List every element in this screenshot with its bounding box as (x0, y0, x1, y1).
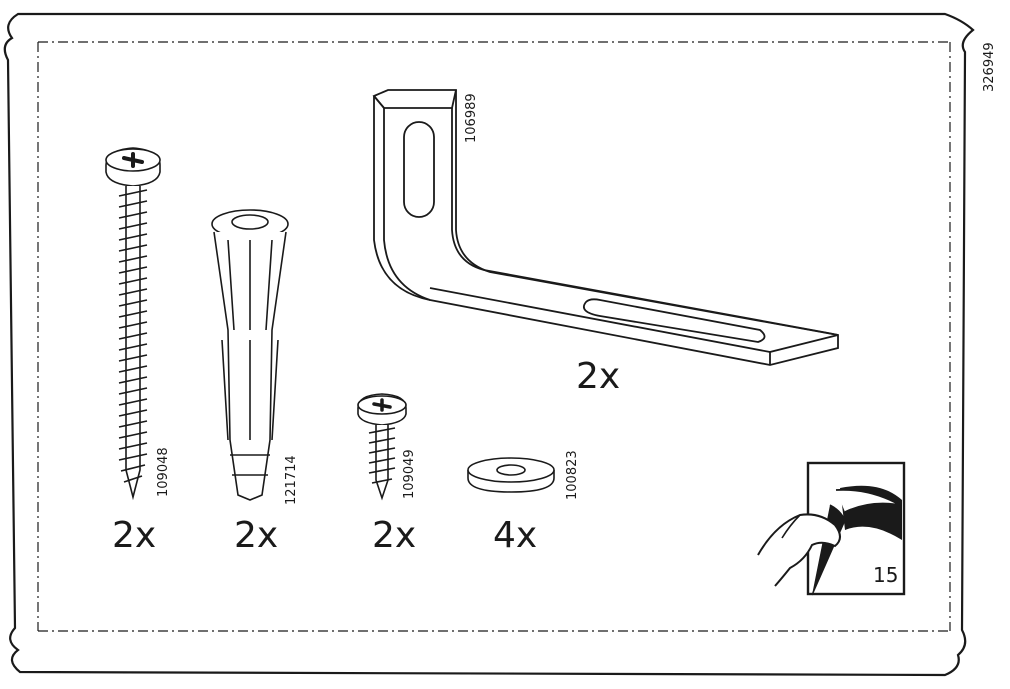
quantity-washer: 4x (493, 515, 538, 556)
page-turn-hand-icon (757, 461, 906, 596)
quantity-long-screw: 2x (112, 515, 157, 556)
washer-icon (467, 457, 555, 493)
article-number-angle-bracket: 106989 (464, 93, 479, 143)
quantity-short-screw: 2x (372, 515, 417, 556)
article-number-long-screw: 109048 (156, 447, 171, 497)
short-screw-icon (357, 393, 407, 501)
wall-plug-icon (211, 209, 289, 501)
quantity-angle-bracket: 2x (576, 356, 621, 397)
angle-bracket-icon (372, 89, 839, 366)
article-number-short-screw: 109049 (402, 449, 417, 499)
long-screw-icon (105, 147, 161, 501)
article-number-washer: 100823 (565, 450, 580, 500)
page-number: 15 (873, 563, 899, 587)
article-number-wall-plug: 121714 (284, 455, 299, 505)
sheet-id: 326949 (982, 42, 997, 92)
quantity-wall-plug: 2x (234, 515, 279, 556)
